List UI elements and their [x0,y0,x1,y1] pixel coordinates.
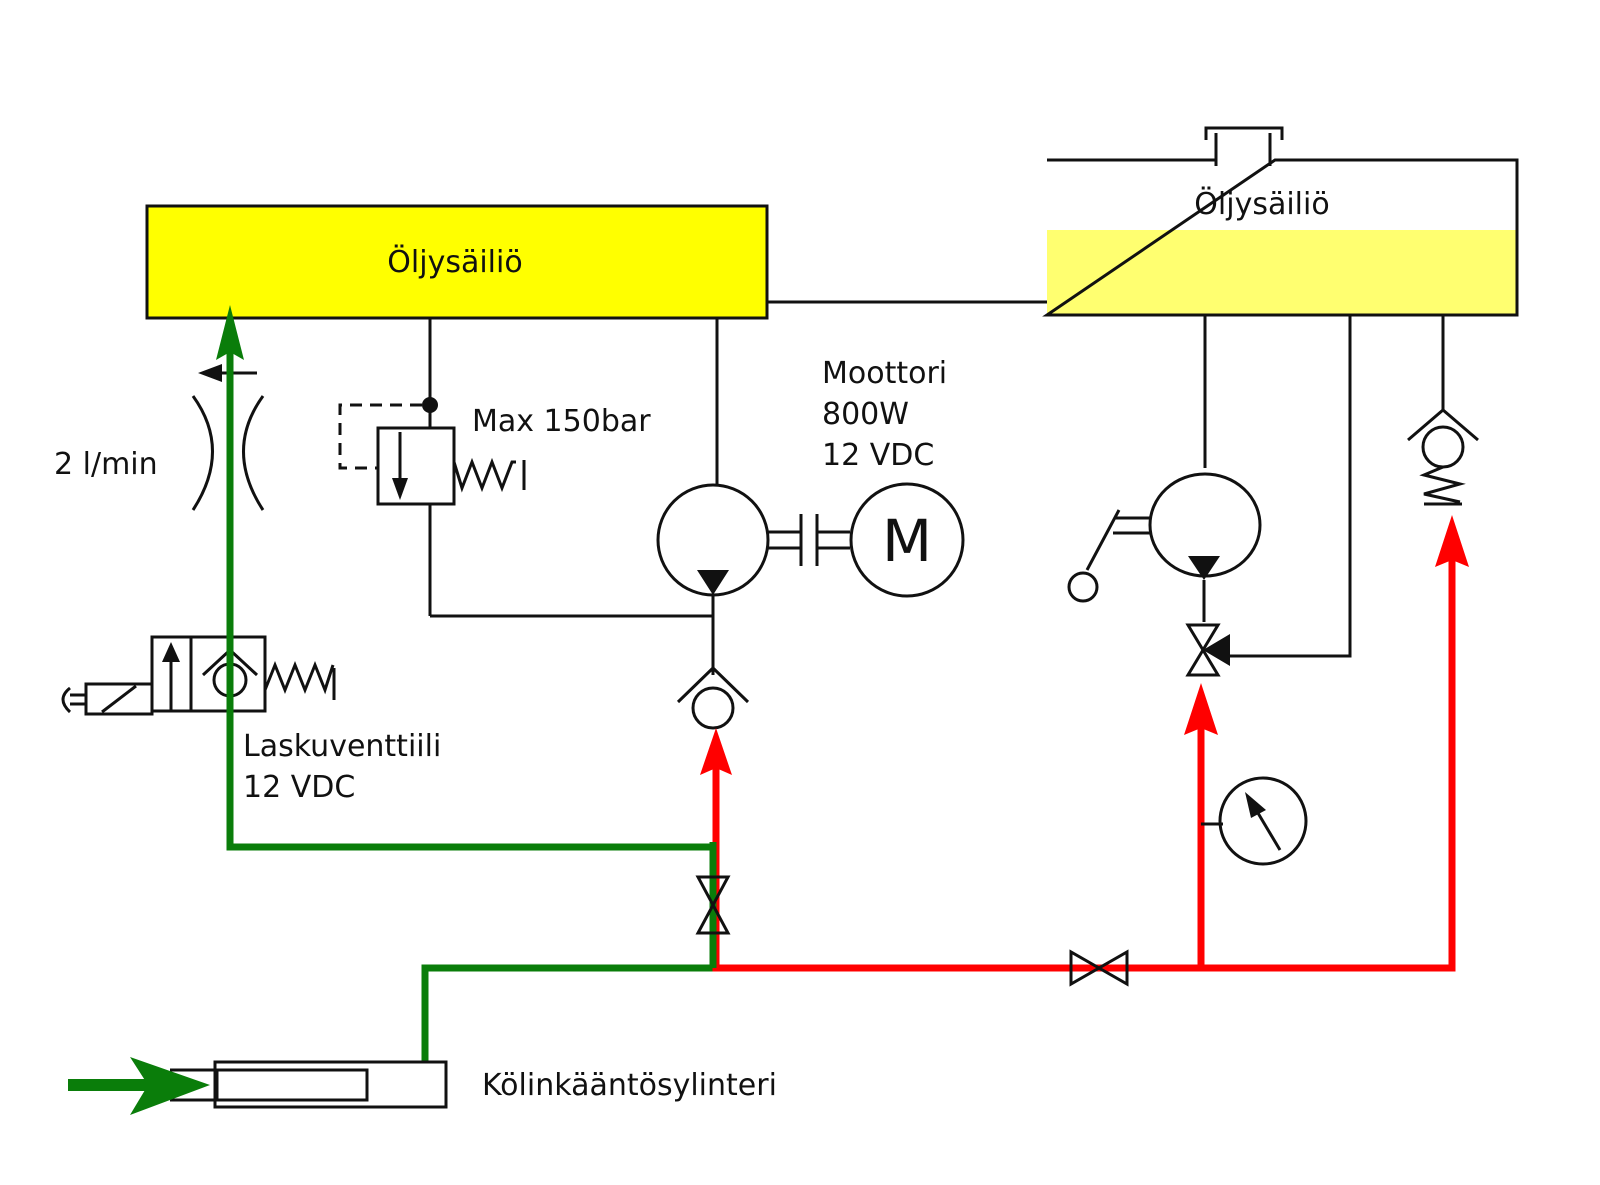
pressure-gauge [1201,776,1308,866]
flow-restrictor-label: 2 l/min [54,447,158,482]
bypass-return-line [1230,315,1352,658]
arrow-up-icon [162,642,180,662]
cylinder-label: Kölinkääntösylinteri [482,1068,777,1103]
flow-restrictor: 2 l/min [54,364,265,511]
main-pump [656,318,770,675]
pressure-line [700,515,1469,972]
pressure-arrow-return-icon [1435,515,1469,567]
oil-tank-right-label: Öljysäiliö [1194,186,1329,222]
shaft-coupling [768,514,850,566]
hand-pump [1067,315,1262,622]
spring-icon [452,457,516,493]
spring-icon [263,660,335,695]
motor-label-line1: Moottori [822,356,947,391]
gauge-needle-icon [1245,792,1266,818]
pressure-arrow-main-icon [700,728,732,775]
motor-label-line3: 12 VDC [822,438,934,473]
filler-cap-icon [1204,126,1284,166]
hand-lever-icon [1085,509,1121,571]
keel-tilt-cylinder: Kölinkääntösylinteri [68,1057,777,1115]
relief-valve-label: Max 150bar [472,404,651,439]
pressure-arrow-hand-icon [1184,683,1218,735]
shutoff-valve-horizontal [1069,949,1129,987]
arrow-left-icon [198,364,222,382]
lowering-valve-label-line2: 12 VDC [243,770,355,805]
pressure-relief-valve: Max 150bar [338,318,713,618]
motor-symbol: M [882,507,932,575]
three-way-valve [1185,315,1352,677]
pump-triangle-icon [1188,556,1220,580]
oil-tank-left-label: Öljysäiliö [387,244,522,280]
motor-label-line2: 800W [822,397,909,432]
pump-triangle-icon [697,570,729,595]
actuation-arrow-icon [130,1057,210,1115]
electric-motor: M [849,482,965,598]
spring-check-valve-right [1407,315,1479,506]
return-arrow-up-icon [216,305,244,360]
junction-dot [422,397,438,413]
check-valve-main [676,665,750,730]
shutoff-valve-vertical [695,875,731,935]
lowering-solenoid-valve [61,635,336,716]
lowering-valve-label-line1: Laskuventtiili [243,729,441,764]
spring-icon [1419,465,1466,504]
oil-tank-right: Öljysäiliö [1042,126,1519,317]
oil-tank-left: Öljysäiliö [145,204,769,320]
arrow-down-icon [392,478,408,500]
